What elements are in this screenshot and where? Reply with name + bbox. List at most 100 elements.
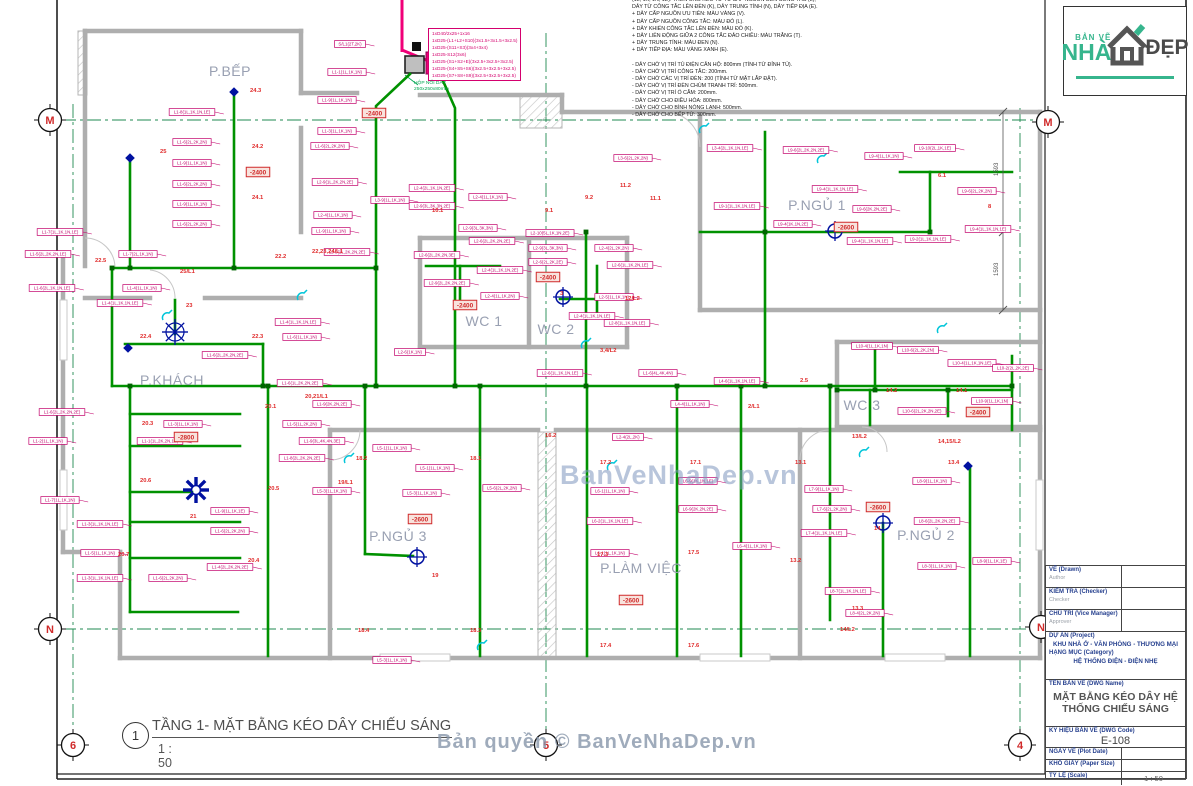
category-label: HẠNG MỤC (Category) (1049, 650, 1114, 656)
lead-sub: Approver (1049, 619, 1072, 625)
room-label: WC 1 (466, 313, 503, 329)
wire-label-box (678, 505, 718, 513)
label-leader (70, 253, 80, 257)
wire-label-box (992, 364, 1034, 372)
label-leader (1033, 367, 1043, 371)
circuit-point-number: 2/L1 (748, 404, 760, 410)
junction-box-note: HỘP NỐI DÂY 250x250x80mm (414, 81, 449, 93)
drawn-sub: Author (1049, 575, 1066, 581)
circuit-point-number: 24.2 (252, 144, 263, 150)
label-leader (632, 520, 642, 524)
wire-label: L5-6(2L,2K,2N) (487, 486, 518, 491)
wire-label-box (947, 359, 997, 367)
wire-node (260, 383, 266, 389)
room-label: P.NGỦ 1 (788, 196, 846, 213)
wire-label-box (468, 193, 508, 201)
wire-label-box (800, 529, 848, 537)
wire-label: L1-9(3L,4K,4N,3E) (304, 439, 341, 444)
circuit-point-number: 2.5 (800, 378, 809, 384)
diamond-node-icon (229, 87, 239, 97)
room-label: P.KHÁCH (140, 372, 204, 388)
switch-icon (296, 289, 308, 301)
wire-label-box (210, 527, 250, 535)
wire-node (477, 383, 483, 389)
wire-label: L2-6(2L,2K,2E) (533, 260, 563, 265)
panel-box (404, 55, 425, 74)
height-box (452, 299, 478, 311)
title-block-dwgname: TÊN BẢN VẼ (DWG Name) MẶT BẰNG KÉO DÂY H… (1046, 680, 1185, 727)
height-value: -2600 (412, 516, 429, 523)
chandelier-icon (190, 484, 202, 496)
wire-label-box (458, 224, 498, 232)
height-box (535, 271, 561, 283)
wire-node (834, 387, 840, 393)
label-leader (950, 238, 960, 242)
label-leader (851, 508, 861, 512)
chandelier-icon (198, 492, 207, 501)
circuit-point-number: 18.4 (358, 628, 370, 634)
wire-label-box (372, 656, 412, 664)
watermark-bottom: Bản quyền © BanVeNhaDep.vn (437, 731, 757, 753)
wire-label: L1-6(1L,1K,1N) (287, 335, 318, 340)
wire-label: L1-4(1L,1K,1N,1E) (280, 320, 317, 325)
wire-label: L2-4(1L,1K,1N) (318, 213, 349, 218)
wire-label: L9-4(1L,1K,1N,1E) (817, 187, 854, 192)
wire-label-box (590, 549, 630, 557)
circuit-point-number: 22.3 (252, 334, 264, 340)
switch-icon (580, 337, 592, 349)
wire-label: L1-9(1L,1K,1N) (177, 202, 208, 207)
wire-label: L10-2(2L,2K,2E) (997, 366, 1030, 371)
feeder-circuit-line: 1xD25-(S1+S2+E)(3x2.5+3x2.5+3x2.5) (432, 59, 514, 64)
wire-label: L2-4(2L,2K) (616, 435, 640, 440)
wire-label: L1-4(1L,1K,1N,1E) (102, 301, 139, 306)
feeder-circuit-line: 1xD40/2x25+1x16 (432, 31, 470, 36)
wire-label: L1-1(1L,2K,2N,1E) (142, 439, 179, 444)
notes-gap (632, 55, 818, 62)
label-leader (996, 190, 1006, 194)
wire-label-box (476, 266, 524, 274)
label-leader (365, 43, 375, 47)
note-line: + DÂY LIÊN ĐỘNG GIỮA 2 CÔNG TẮC ĐẢO CHIỀ… (632, 33, 802, 40)
wire-label-box (334, 40, 366, 48)
feeder-circuit-line: 1xD25-(S7+S8+S9)(3x2.5+3x2.5+3x2.5) (432, 73, 516, 78)
label-leader (122, 523, 132, 527)
label-leader (846, 532, 856, 536)
wire-label-box (282, 333, 322, 341)
wire-label: L1-5(1L,2K,2N) (287, 422, 318, 427)
label-leader (459, 254, 469, 258)
wire-label: L5-1(1L,1K,1N) (377, 446, 408, 451)
wire-node (674, 383, 680, 389)
wire-label: L1-5(1L,1K,1N) (85, 551, 116, 556)
label-leader (122, 577, 132, 581)
ceiling-fan-icon (174, 331, 185, 342)
wire-label-box (206, 563, 254, 571)
height-box (865, 501, 891, 513)
watermark-center: BanVeNhaDep.vn (560, 460, 798, 490)
wire-label: L1-8(1L,1K,1N,1E) (174, 110, 211, 115)
wire-label-box (912, 477, 952, 485)
wire-label-box (845, 609, 885, 617)
wire-label-box (713, 202, 761, 210)
wire-node (872, 387, 878, 393)
label-leader (454, 467, 464, 471)
wire-label-box (613, 154, 653, 162)
label-leader (573, 232, 584, 236)
circuit-point-number: 23 (186, 303, 193, 309)
wire-label-box (917, 562, 957, 570)
wire-label: L8-7(1L,1K,1N,1E) (830, 589, 867, 594)
label-leader (454, 205, 464, 209)
wire-label: L6-9(1K,1N,1E) (683, 479, 714, 484)
circuit-point-number: 18.3 (470, 628, 482, 634)
wire-label-box (172, 200, 212, 208)
wire-label: S/L1(2T,2K) (338, 42, 362, 47)
height-box (173, 431, 199, 443)
panel-terminal (412, 42, 421, 51)
check-label: KIỂM TRA (Checker) (1049, 589, 1108, 595)
note-line: - DÂY CHỜ VỊ TRÍ CÔNG TẮC: 200mm. (632, 68, 728, 75)
switch-icon (343, 452, 355, 464)
wire-label-box (586, 517, 634, 525)
wire-label: L9-4(1L,1K,1N,1E) (852, 239, 889, 244)
grid-bubble-label: M (1043, 117, 1052, 129)
wire-label: L3-6(2L,2K,2N) (618, 156, 649, 161)
